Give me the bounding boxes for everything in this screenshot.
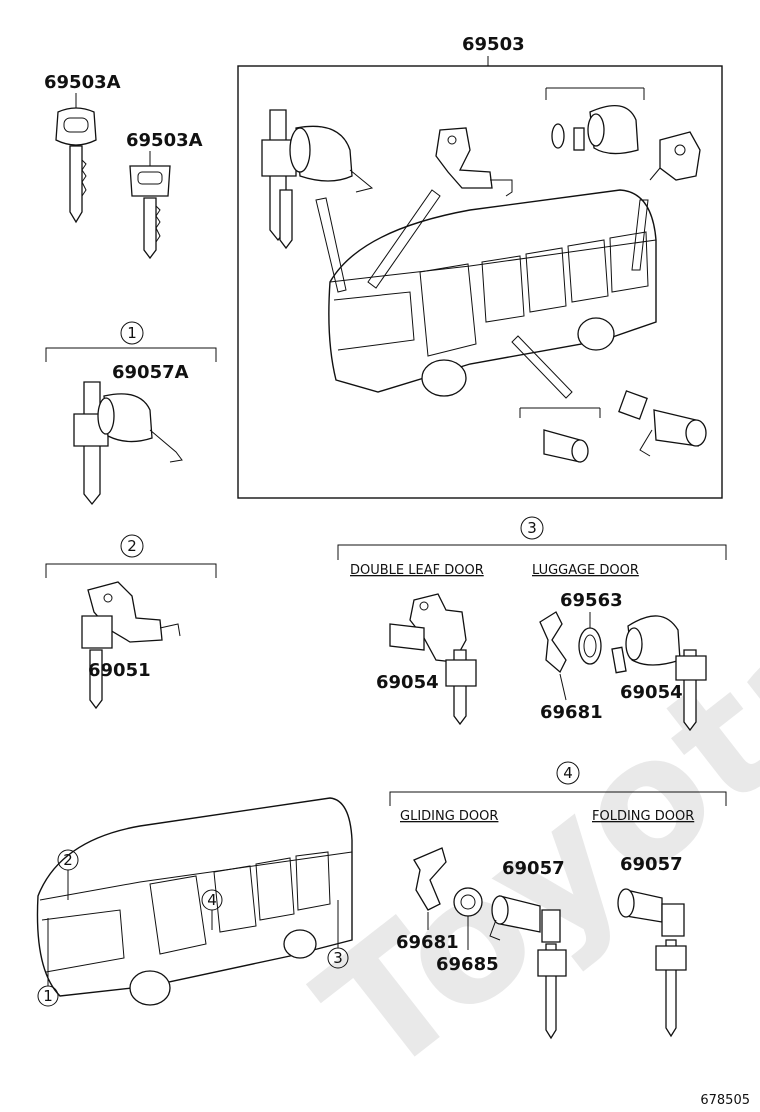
bus-marker-1: 1 (37, 918, 59, 1007)
kit-luggage-lock (551, 104, 639, 155)
caption-folding-door: FOLDING DOOR (592, 809, 694, 824)
svg-text:1: 1 (127, 324, 137, 342)
part-label-69057A: 69057A (112, 362, 189, 383)
part-label-69685: 69685 (436, 954, 499, 975)
kit-door-lock-cylinder (261, 109, 374, 250)
caption-luggage-door: LUGGAGE DOOR (532, 563, 639, 578)
group-bracket-1 (45, 347, 217, 362)
part-label-69051: 69051 (88, 660, 151, 681)
part-label-69503A-2: 69503A (126, 130, 203, 151)
svg-text:2: 2 (127, 537, 137, 555)
kit-gliding-cylinder (543, 429, 589, 463)
caption-double-leaf-door: DOUBLE LEAF DOOR (350, 563, 484, 578)
svg-text:3: 3 (333, 949, 343, 967)
kit-door-latch (435, 127, 513, 197)
part-label-69057-folding: 69057 (620, 854, 683, 875)
group-bracket-4 (389, 791, 727, 806)
luggage-lock-69054 (611, 615, 707, 732)
part-label-69503A-1: 69503A (44, 72, 121, 93)
folding-lock-69057 (617, 888, 687, 1038)
part-label-69503: 69503 (462, 34, 525, 55)
part-label-69681-gliding: 69681 (396, 932, 459, 953)
bus-marker-3: 3 (327, 900, 349, 969)
ignition-lock-69057A (73, 381, 183, 506)
retainer-69685 (453, 887, 483, 917)
part-label-69563: 69563 (560, 590, 623, 611)
svg-text:4: 4 (563, 764, 573, 782)
group-bracket-2 (45, 563, 217, 578)
group-bracket-3 (337, 544, 727, 560)
svg-text:4: 4 (207, 891, 217, 909)
part-label-69054-double-leaf: 69054 (376, 672, 439, 693)
group-marker-1: 1 (120, 321, 144, 345)
reference-number: 678505 (700, 1093, 750, 1108)
part-label-69054-luggage: 69054 (620, 682, 683, 703)
key-69503A-1 (55, 107, 97, 224)
door-lock-69051 (81, 581, 181, 710)
retainer-69563 (578, 627, 602, 665)
kit-folding-cylinder (618, 390, 707, 457)
kit-rear-latch (649, 131, 701, 181)
kit-bus-illustration (328, 189, 657, 397)
caption-gliding-door: GLIDING DOOR (400, 809, 498, 824)
kit-box (237, 65, 723, 499)
clip-69681-luggage (539, 611, 567, 674)
svg-text:1: 1 (43, 987, 53, 1005)
kit-arrows (315, 189, 649, 399)
svg-text:3: 3 (527, 519, 537, 537)
key-69503A-2 (129, 165, 171, 260)
group-marker-4: 4 (556, 761, 580, 785)
group-marker-3: 3 (520, 516, 544, 540)
bus-marker-4: 4 (201, 889, 223, 930)
svg-text:2: 2 (63, 851, 73, 869)
door-lock-69054-double-leaf (389, 593, 477, 726)
part-label-69057-gliding: 69057 (502, 858, 565, 879)
clip-69681-gliding (413, 847, 447, 911)
bus-marker-2: 2 (57, 849, 79, 900)
gliding-lock-69057 (489, 895, 567, 1040)
part-label-69681-luggage: 69681 (540, 702, 603, 723)
bus-overview (36, 797, 353, 1006)
group-marker-2: 2 (120, 534, 144, 558)
